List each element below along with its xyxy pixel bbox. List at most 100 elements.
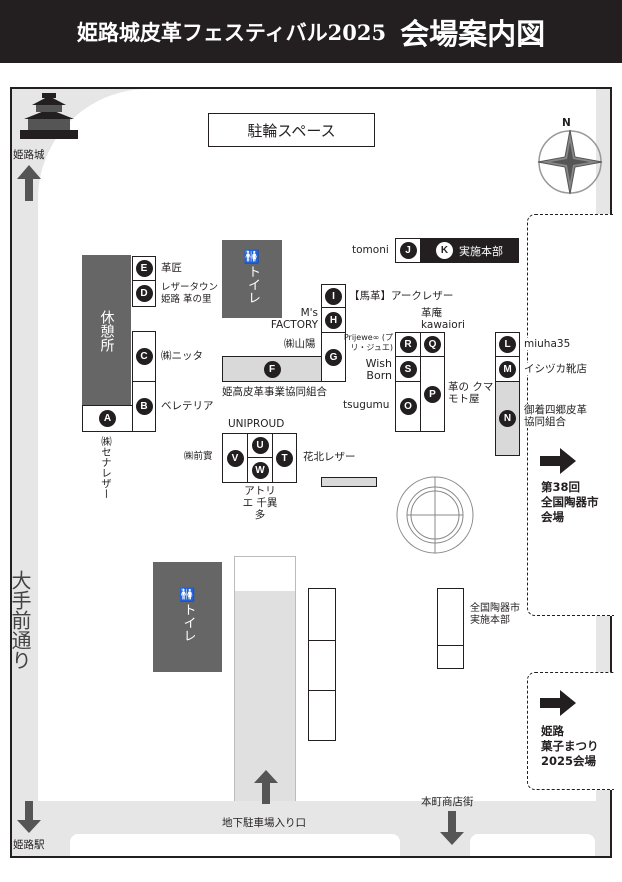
- booth-e-label: 革匠: [161, 262, 182, 274]
- booth-s-label: Wish Born: [365, 357, 392, 382]
- booth-l-pin: L: [499, 336, 516, 353]
- booth-v[interactable]: V: [222, 433, 248, 483]
- arrow-down-icon: [440, 811, 464, 845]
- pottery-hq-booth: [437, 645, 464, 669]
- pottery-hq-line1: 全国陶器市: [470, 603, 520, 614]
- header: 姫路城皮革フェスティバル2025 会場案内図: [0, 0, 622, 63]
- booth-g[interactable]: G: [321, 332, 346, 382]
- booth-s[interactable]: S: [395, 356, 421, 382]
- booth-h[interactable]: H: [321, 307, 346, 333]
- title: 姫路城皮革フェスティバル2025: [76, 19, 387, 45]
- toilet-2: 🚻トイレ: [153, 562, 222, 672]
- booth-m[interactable]: M: [495, 356, 520, 382]
- avenue-label: 大手前通り: [8, 570, 32, 670]
- rest-area: 休憩所: [82, 255, 131, 406]
- bottom-block-right: [470, 834, 595, 856]
- parking-entrance-label[interactable]: 地下駐車場入り口: [222, 817, 306, 829]
- booth-a-label: ㈱セナレザー: [100, 436, 112, 499]
- booth-c-label: ㈱ニッタ: [161, 350, 203, 362]
- castle-icon: [20, 93, 78, 139]
- booth-k-headquarters[interactable]: K 実施本部: [420, 238, 519, 263]
- pottery-line1: 第38回: [541, 480, 581, 494]
- booth-e[interactable]: E: [132, 256, 156, 281]
- booth-f-pin: F: [263, 360, 281, 378]
- booth-o-label: tsugumu: [343, 399, 390, 411]
- parking-ramp: [234, 556, 296, 801]
- pottery-line3: 会場: [541, 510, 564, 524]
- booth-d-label: レザータウン姫路 革の里: [161, 282, 219, 305]
- booth-v-label: ㈱前實: [184, 451, 213, 462]
- booth-k-label: 実施本部: [459, 244, 503, 258]
- booth-m-pin: M: [499, 360, 516, 378]
- booth-l-label: miuha35: [524, 338, 571, 350]
- arrow-up-icon: [254, 770, 278, 804]
- booth-u-label: UNIPROUD: [228, 418, 285, 430]
- compass-icon: [537, 129, 603, 195]
- booth-e-pin: E: [135, 260, 153, 277]
- booth-r-pin: R: [399, 336, 417, 353]
- compass-n: N: [562, 117, 571, 129]
- booth-l[interactable]: L: [495, 332, 520, 357]
- booth-u[interactable]: U: [247, 433, 273, 458]
- booth-b-pin: B: [135, 398, 153, 415]
- bottom-block-left: [70, 834, 400, 856]
- booth-k-pin: K: [436, 242, 453, 259]
- booth-w[interactable]: W: [247, 457, 273, 483]
- sweets-line1: 姫路: [541, 724, 564, 738]
- shopping-street-label: 本町商店街: [421, 796, 474, 808]
- booth-c[interactable]: C: [132, 331, 156, 382]
- booth-j-pin: J: [399, 242, 417, 259]
- sweets-line2: 菓子まつり: [541, 739, 599, 753]
- castle-label: 姫路城: [13, 149, 45, 161]
- booth-s-pin: S: [399, 360, 417, 378]
- booth-b[interactable]: B: [132, 381, 156, 432]
- toilet-label: トイレ: [245, 264, 260, 304]
- booth-o[interactable]: O: [395, 381, 421, 432]
- toilet-icon: 🚻: [179, 587, 196, 603]
- booth-n-pin: N: [499, 410, 516, 427]
- booth-n[interactable]: N: [495, 381, 520, 456]
- booth-p-pin: P: [424, 385, 441, 403]
- booth-q[interactable]: Q: [420, 332, 445, 357]
- stall: [308, 640, 336, 691]
- pottery-line2: 全国陶器市: [541, 495, 599, 509]
- station-label: 姫路駅: [13, 839, 45, 851]
- gray-bench: [321, 477, 377, 487]
- booth-i-pin: I: [325, 287, 342, 305]
- booth-j-label: tomoni: [352, 244, 389, 256]
- stall: [308, 588, 336, 641]
- booth-i[interactable]: I: [321, 284, 346, 308]
- booth-a-pin: A: [99, 410, 116, 427]
- booth-t-pin: T: [276, 449, 293, 467]
- booth-p[interactable]: P: [420, 356, 445, 432]
- booth-r[interactable]: R: [395, 332, 421, 357]
- booth-g-pin: G: [325, 348, 342, 366]
- booth-o-pin: O: [399, 398, 417, 415]
- sweets-line3: 2025会場: [541, 754, 597, 768]
- booth-f-label: 姫高皮革事業協同組合: [222, 386, 327, 398]
- arrow-down-icon: [17, 801, 41, 833]
- booth-n-label: 御着四郷皮革 協同組合: [524, 404, 594, 428]
- booth-j[interactable]: J: [395, 238, 421, 263]
- bike-parking: 駐輪スペース: [208, 113, 375, 147]
- booth-m-label: イシヅカ靴店: [524, 363, 587, 375]
- booth-d[interactable]: D: [132, 280, 156, 307]
- booth-f[interactable]: F: [222, 356, 322, 382]
- subtitle: 会場案内図: [400, 16, 546, 51]
- booth-p-label: 革の クマモト屋: [448, 381, 494, 405]
- arrow-up-icon: [17, 165, 41, 201]
- booth-h-pin: H: [325, 311, 342, 329]
- booth-i-label: 【馬革】アークレザー: [349, 290, 454, 302]
- booth-t[interactable]: T: [272, 433, 297, 483]
- rest-area-label: 休憩所: [98, 309, 115, 352]
- arrow-right-icon: [540, 448, 576, 474]
- pottery-hq-label: 全国陶器市実施本部: [470, 603, 520, 627]
- booth-r-label: Prijewe∞ (プリ・ジュエ): [343, 333, 393, 352]
- booth-d-pin: D: [135, 285, 153, 302]
- sweets-fair-area: [527, 672, 614, 790]
- booth-a[interactable]: A: [82, 405, 133, 432]
- arrow-right-icon: [540, 690, 576, 716]
- stall: [308, 690, 336, 741]
- booth-u-pin: U: [251, 437, 269, 454]
